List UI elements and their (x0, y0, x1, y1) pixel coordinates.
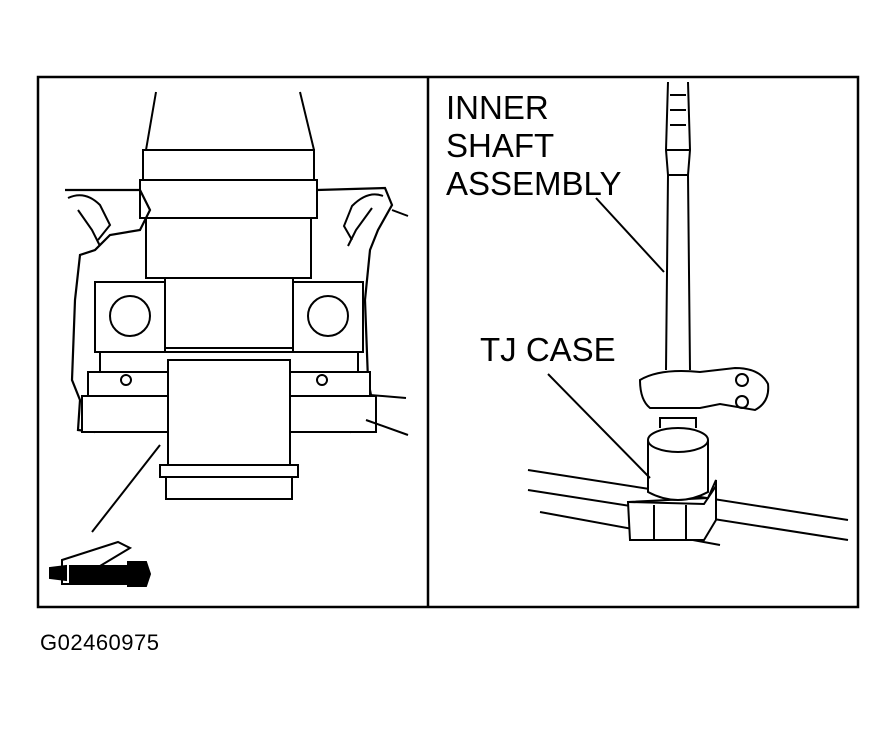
label-inner-shaft-line2: SHAFT (446, 127, 554, 164)
joint-cross-section (65, 91, 409, 533)
label-tj-case: TJ CASE (480, 331, 616, 368)
diagram-frame (36, 75, 860, 609)
press-setup (527, 81, 849, 546)
label-inner-shaft-line1: INNER (446, 89, 549, 126)
hammer-icon (49, 540, 152, 587)
figure-id: G02460975 (40, 630, 160, 655)
label-inner-shaft-line3: ASSEMBLY (446, 165, 621, 202)
